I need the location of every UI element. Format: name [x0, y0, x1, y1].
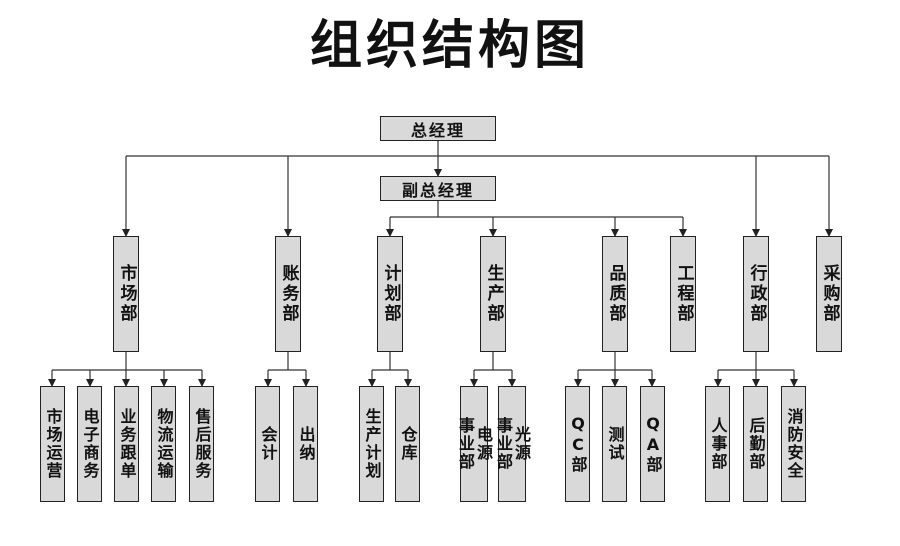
deputy-manager-box: 副总经理 [380, 176, 496, 201]
sub-hr-box: 人事部 [705, 386, 730, 502]
sub-warehouse-box: 仓库 [395, 386, 420, 502]
dept-planning-label: 计划部 [380, 264, 401, 324]
sub-testing-label: 测试 [605, 426, 625, 462]
dept-planning-box: 计划部 [377, 236, 403, 352]
sub-power-division-box: 电源 事业部 [456, 386, 493, 502]
sub-order-followup-box: 业务跟单 [114, 386, 139, 502]
sub-cashier-label: 出纳 [296, 426, 316, 462]
dept-accounts-box: 账务部 [275, 236, 301, 352]
sub-testing-box: 测试 [602, 386, 627, 502]
sub-power-division-label-2: 事业部 [456, 417, 475, 471]
sub-logistics-label: 物流运输 [154, 408, 174, 480]
sub-order-followup-label: 业务跟单 [117, 408, 137, 480]
sub-after-sales-box: 售后服务 [189, 386, 214, 502]
sub-logistics-box: 物流运输 [151, 386, 176, 502]
dept-production-box: 生产部 [480, 236, 506, 352]
dept-purchasing-box: 采购部 [816, 236, 842, 352]
sub-qc-box: QC部 [565, 386, 590, 502]
sub-qc-label: QC部 [568, 414, 588, 474]
general-manager-box: 总经理 [380, 116, 496, 141]
dept-quality-box: 品质部 [602, 236, 628, 352]
dept-quality-label: 品质部 [605, 264, 626, 324]
sub-accountant-box: 会计 [255, 386, 280, 502]
sub-market-operation-label: 市场运营 [43, 408, 63, 480]
sub-qa-label: QA部 [643, 414, 663, 474]
sub-ecommerce-box: 电子商务 [77, 386, 102, 502]
sub-qa-box: QA部 [640, 386, 665, 502]
dept-purchasing-label: 采购部 [819, 264, 840, 324]
sub-fire-safety-label: 消防安全 [784, 408, 804, 480]
general-manager-label: 总经理 [410, 120, 465, 140]
sub-power-division-label-1: 电源 [474, 426, 493, 462]
sub-after-sales-label: 售后服务 [192, 408, 212, 480]
sub-light-division-box: 光源 事业部 [494, 386, 531, 502]
chart-title: 组织结构图 [309, 16, 590, 76]
sub-accountant-label: 会计 [258, 426, 278, 462]
dept-market-label: 市场部 [116, 264, 137, 324]
sub-warehouse-label: 仓库 [398, 426, 418, 462]
sub-ecommerce-label: 电子商务 [80, 408, 100, 480]
sub-market-operation-box: 市场运营 [40, 386, 65, 502]
sub-cashier-box: 出纳 [293, 386, 318, 502]
sub-production-plan-box: 生产计划 [359, 386, 384, 502]
deputy-manager-label: 副总经理 [401, 180, 474, 200]
sub-logistics-support-box: 后勤部 [743, 386, 768, 502]
dept-admin-label: 行政部 [746, 264, 767, 324]
sub-logistics-support-label: 后勤部 [746, 417, 766, 471]
sub-fire-safety-box: 消防安全 [781, 386, 806, 502]
dept-engineering-box: 工程部 [670, 236, 696, 352]
dept-admin-box: 行政部 [743, 236, 769, 352]
dept-engineering-label: 工程部 [673, 264, 694, 324]
dept-production-label: 生产部 [483, 264, 504, 324]
dept-market-box: 市场部 [113, 236, 139, 352]
sub-hr-label: 人事部 [708, 417, 728, 471]
sub-light-division-label-2: 事业部 [494, 417, 513, 471]
sub-production-plan-label: 生产计划 [362, 408, 382, 480]
dept-accounts-label: 账务部 [278, 264, 299, 324]
sub-light-division-label-1: 光源 [512, 426, 531, 462]
